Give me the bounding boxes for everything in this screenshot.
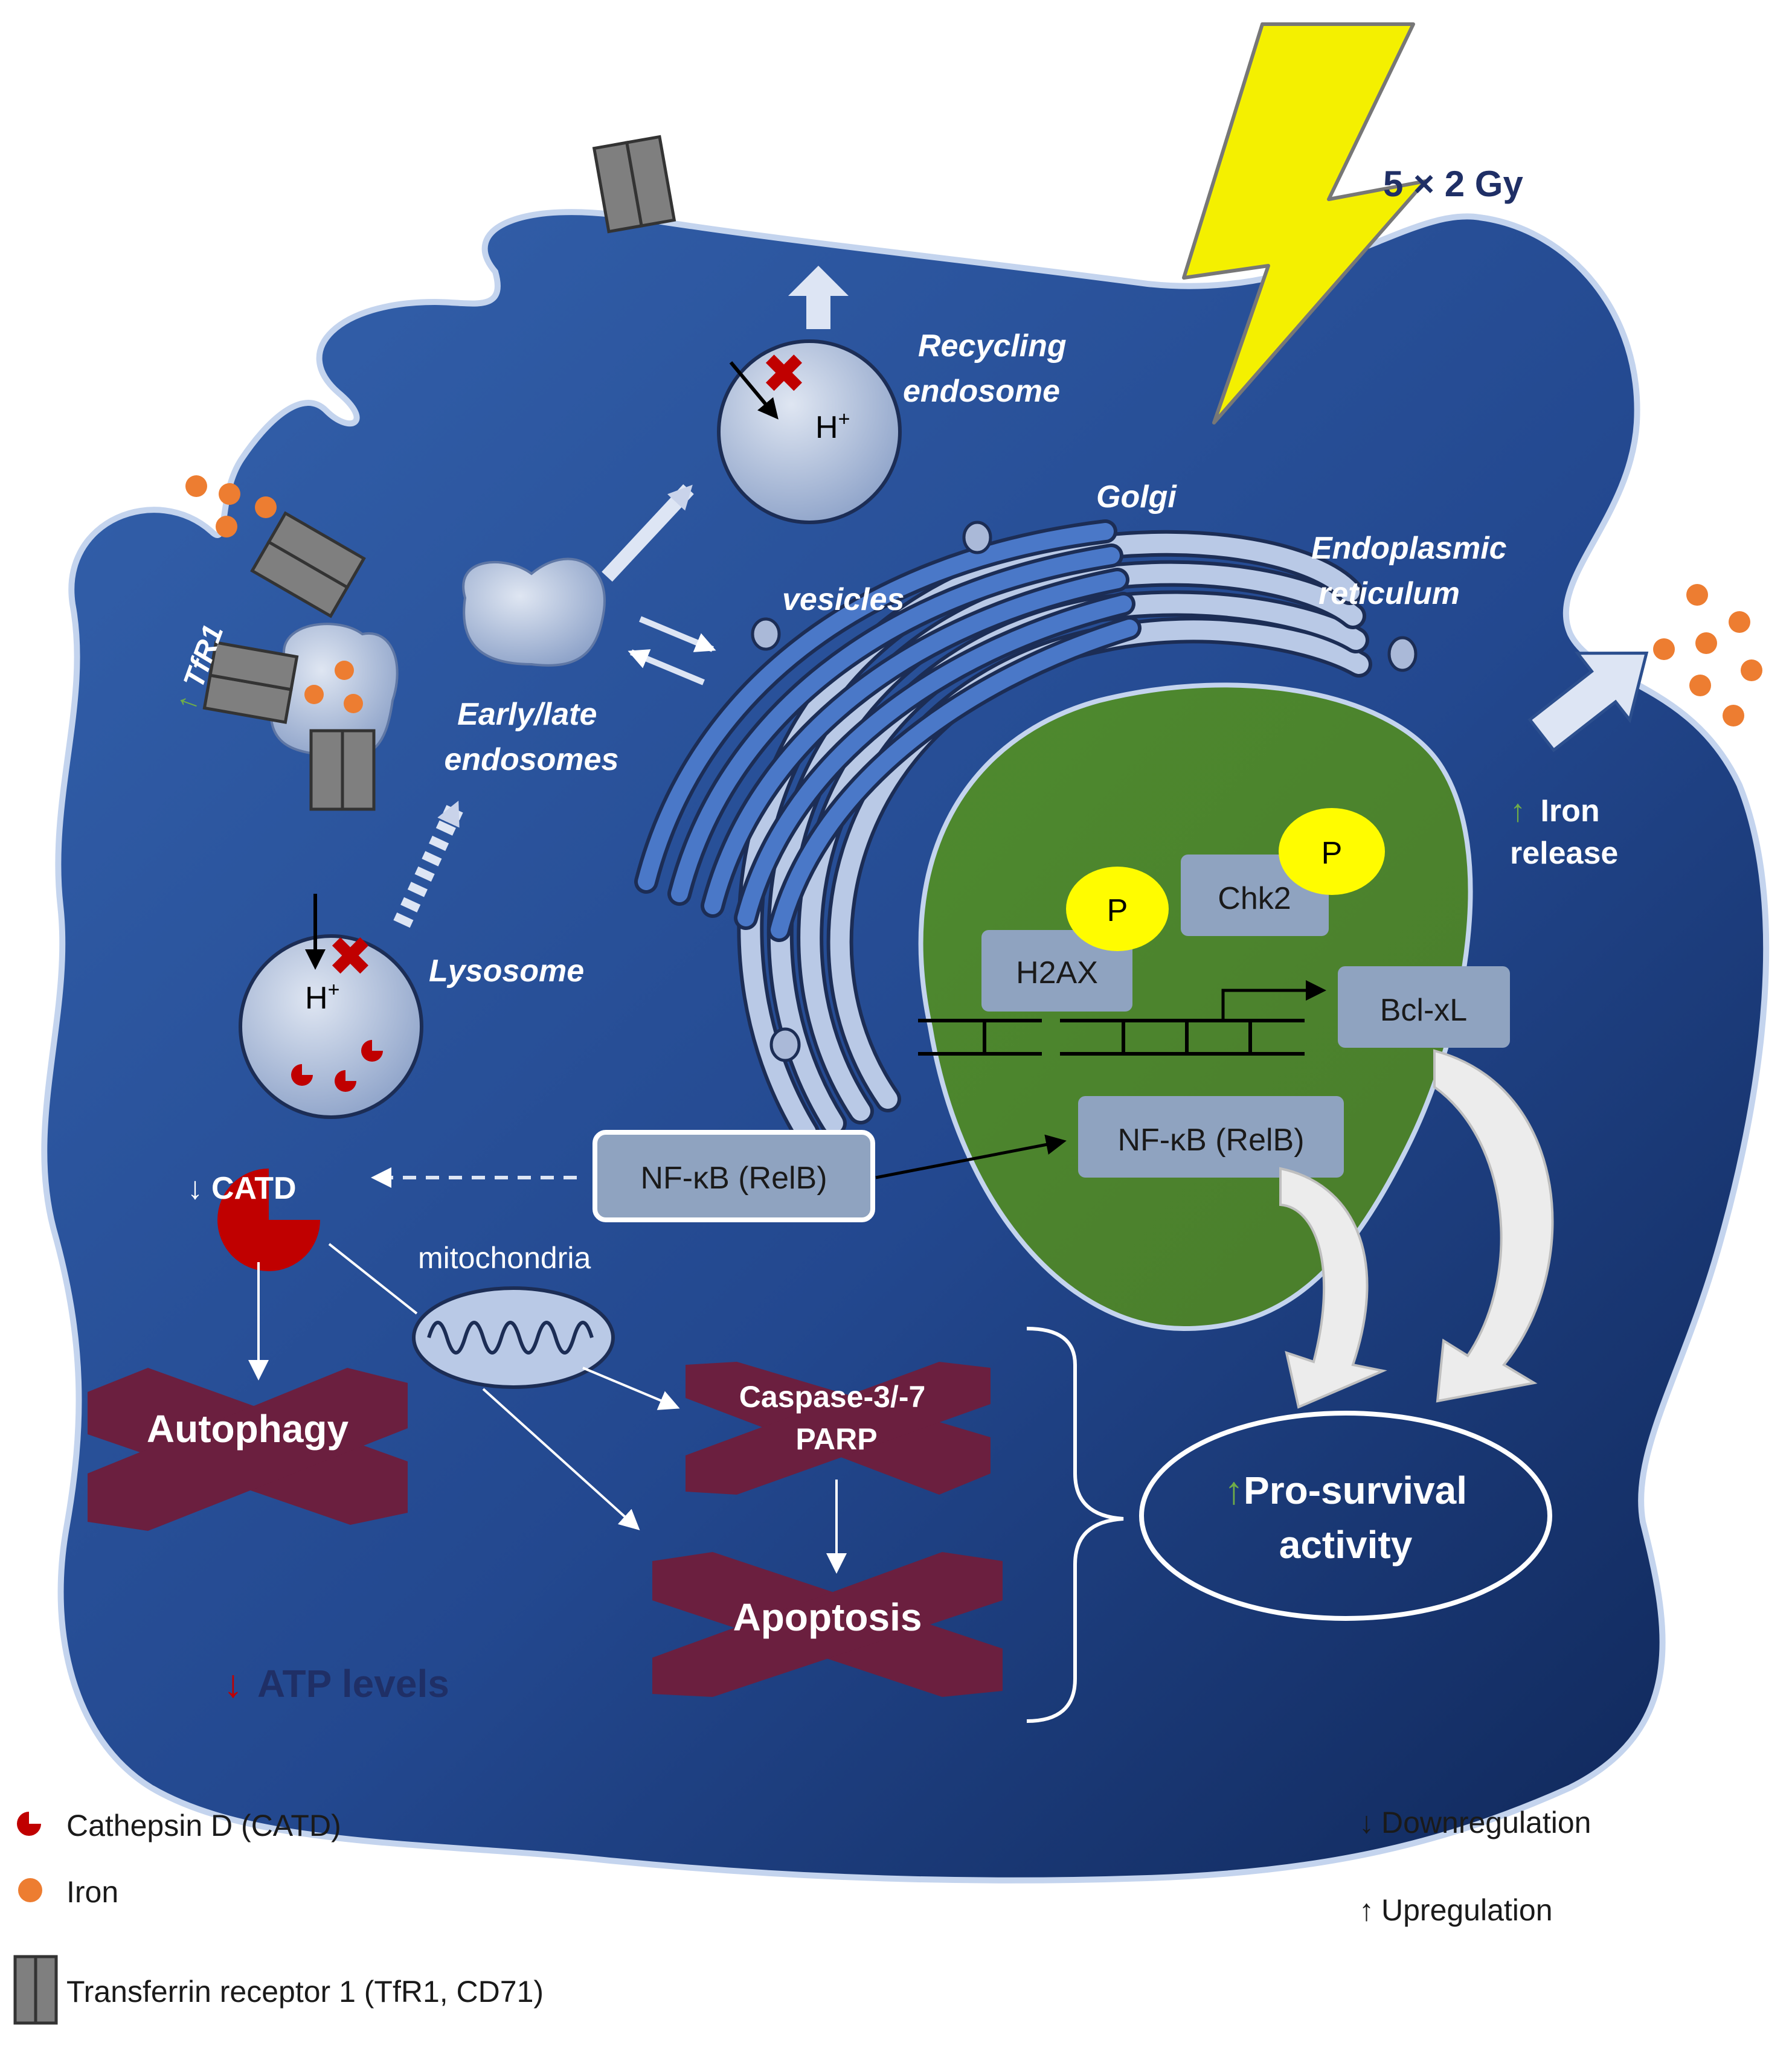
mitochondria-to-apoptosis-arrow [482, 1388, 640, 1531]
prosurvival-label-2: activity [1279, 1523, 1413, 1567]
recycling-endosome-label: Recycling endosome [903, 329, 1075, 409]
legend-downregulation: ↓Downregulation [1359, 1806, 1591, 1839]
er-label: Endoplasmic reticulum [1311, 531, 1515, 611]
tfr1-receptor-top-icon [592, 135, 676, 234]
legend-tfr1-icon [13, 1955, 58, 2025]
iron-particles-outside-right [1653, 584, 1762, 726]
lysosome-label: Lysosome [429, 954, 584, 989]
legend: Cathepsin D (CATD) Iron Transferrin rece… [13, 1806, 1591, 2025]
red-cross-icon: ✖ [761, 344, 806, 405]
dna-strand [918, 1019, 1305, 1056]
bclxl-to-prosurvival-arrow [1433, 1049, 1554, 1403]
caspase-cross [686, 1362, 991, 1495]
h2ax-phospho-badge [1066, 867, 1169, 951]
nfkb-translocation-arrow [875, 1134, 1067, 1179]
chk2-label: Chk2 [1218, 881, 1291, 916]
radiation-dose-label: 5 × 2 Gy [1383, 164, 1523, 204]
bclxl-box [1338, 966, 1510, 1048]
catd-enzyme-icon [217, 1169, 320, 1271]
atp-levels-label: ↓ATP levels [223, 1662, 449, 1705]
endosome-to-recycling-arrow [602, 484, 694, 582]
nfkb-to-prosurvival-arrow [1279, 1167, 1387, 1409]
caspase-label: Caspase-3/-7 PARP [739, 1380, 934, 1456]
proton-label-recycling: H+ [815, 408, 850, 445]
h2ax-box [981, 930, 1132, 1012]
golgi-to-endosome-arrow [628, 649, 705, 685]
h2ax-label: H2AX [1016, 955, 1098, 990]
lysosome [239, 934, 423, 1119]
nfkb-nuclear-label: NF-κB (RelB) [1117, 1123, 1304, 1158]
autophagy-cross [88, 1368, 408, 1531]
recycling-endosome [717, 339, 902, 524]
small-vesicles [751, 521, 1418, 1062]
nfkb-cyto-label: NF-κB (RelB) [640, 1161, 827, 1196]
lysosome-red-cross-icon: ✖ [327, 927, 373, 987]
iron-release-label: ↑ Iron [1510, 794, 1600, 829]
autophagy-label: Autophagy [147, 1407, 349, 1451]
exocytosis-arrow [788, 266, 849, 329]
catd-label: ↓CATD [187, 1171, 297, 1206]
iron-release-arrow [1527, 651, 1649, 752]
endocytic-vesicle [269, 623, 399, 757]
tfr1-receptor-vesicle-bottom-icon [309, 729, 376, 811]
golgi-label: Golgi [1096, 479, 1177, 515]
lysosome-to-endosome-dashed-arrow [393, 800, 464, 928]
vesicles-label: vesicles [782, 582, 904, 617]
catd-to-mitochondria-arrow [328, 1243, 418, 1315]
nfkb-nuclear-box [1078, 1096, 1344, 1178]
early-late-endosome [462, 557, 606, 667]
legend-upregulation: ↑Upregulation [1359, 1893, 1553, 1927]
apoptosis-label: Apoptosis [733, 1595, 922, 1639]
cathepsin-d-in-lysosome-icon [291, 1040, 383, 1092]
iron-release-label-2: release [1510, 836, 1618, 871]
legend-catd-icon [17, 1812, 41, 1836]
h2ax-phospho-label: P [1107, 893, 1128, 928]
bclxl-label: Bcl-xL [1380, 993, 1467, 1028]
chk2-phospho-label: P [1322, 836, 1343, 871]
chk2-phospho-badge [1279, 808, 1385, 895]
prosurvival-ellipse [1139, 1411, 1552, 1621]
prosurvival-label: ↑Pro-survival [1224, 1469, 1467, 1512]
mitochondria-icon [412, 1286, 615, 1389]
legend-iron-label: Iron [66, 1875, 118, 1909]
legend-catd-label: Cathepsin D (CATD) [66, 1809, 341, 1842]
legend-iron-icon [18, 1878, 42, 1902]
transcription-arrow [1221, 980, 1326, 1021]
tfr1-receptor-vesicle-left-icon [202, 641, 299, 724]
nfkb-cyto-box [593, 1130, 875, 1222]
legend-tfr1-label: Transferrin receptor 1 (TfR1, CD71) [66, 1975, 544, 2009]
radiation-bolt-icon [1182, 22, 1427, 425]
proton-label-lysosome: H+ [305, 978, 339, 1016]
mitochondria-to-caspase-arrow [582, 1367, 680, 1410]
mitochondria-label: mitochondria [418, 1241, 591, 1275]
iron-in-vesicle [304, 661, 363, 713]
curly-brace [1026, 1327, 1124, 1723]
iron-particles-outside-left [185, 475, 277, 537]
proton-influx-arrow [729, 361, 779, 420]
golgi-apparatus [634, 519, 1142, 942]
early-late-endosomes-label: Early/late endosomes [445, 697, 619, 777]
endosome-to-golgi-arrow [639, 616, 716, 652]
apoptosis-cross [652, 1552, 1003, 1697]
tfr1-receptor-membrane-icon [250, 511, 366, 618]
